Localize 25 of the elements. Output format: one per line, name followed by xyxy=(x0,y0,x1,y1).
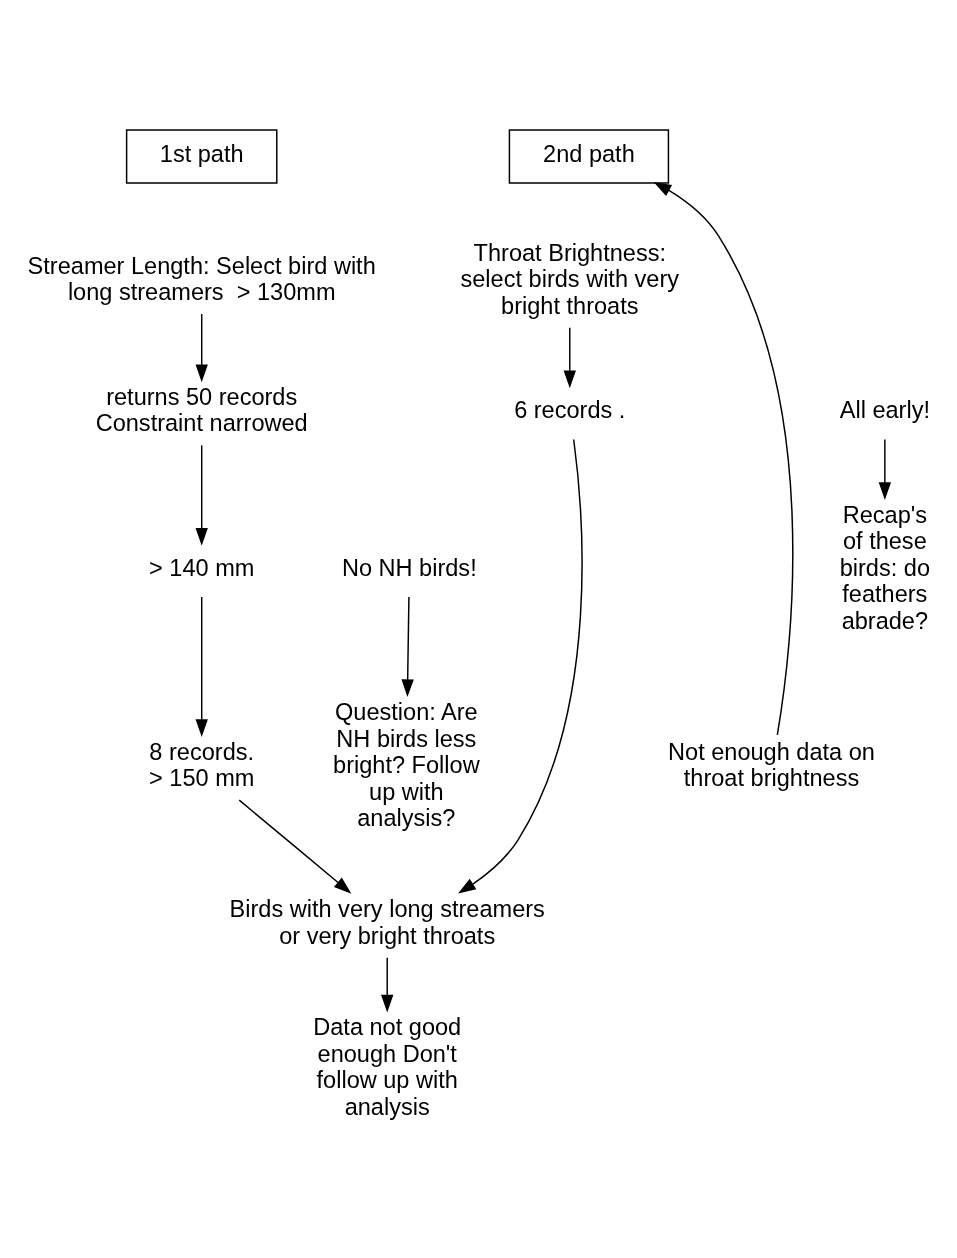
node-text: > 140 mm xyxy=(149,554,255,581)
node-text: 6 records . xyxy=(514,397,626,424)
arrow xyxy=(195,444,208,546)
node-text: Throat Brightness: select birds with very bright throats xyxy=(460,239,680,319)
arrow xyxy=(195,596,208,737)
node-text: Recap's of these birds: do feathers abrade? xyxy=(839,501,931,634)
arrow xyxy=(458,438,583,894)
node-text: Streamer Length: Select bird with long streamers > 130mm xyxy=(27,252,376,306)
arrow xyxy=(401,596,414,698)
arrow xyxy=(381,957,394,1013)
arrow xyxy=(238,799,352,894)
node-text: 8 records. > 150 mm xyxy=(149,738,255,792)
node-text: returns 50 records Constraint narrowed xyxy=(95,383,308,437)
node-text: All early! xyxy=(839,397,930,424)
arrow xyxy=(563,327,576,389)
node-text: Data not good enough Don't follow up with analysis xyxy=(313,1014,462,1120)
node-text: Birds with very long streamers or very bright throats xyxy=(229,896,545,949)
arrow xyxy=(195,313,208,383)
arrow xyxy=(653,181,794,736)
node-text: Question: Are NH birds less bright? Follow up with analysis? xyxy=(333,698,480,831)
arrow xyxy=(878,438,892,500)
node-box: 2nd path xyxy=(508,129,670,184)
node-box: 1st path xyxy=(125,129,278,184)
node-text: No NH birds! xyxy=(341,554,477,581)
node-text: Not enough data on throat brightness xyxy=(668,738,875,792)
